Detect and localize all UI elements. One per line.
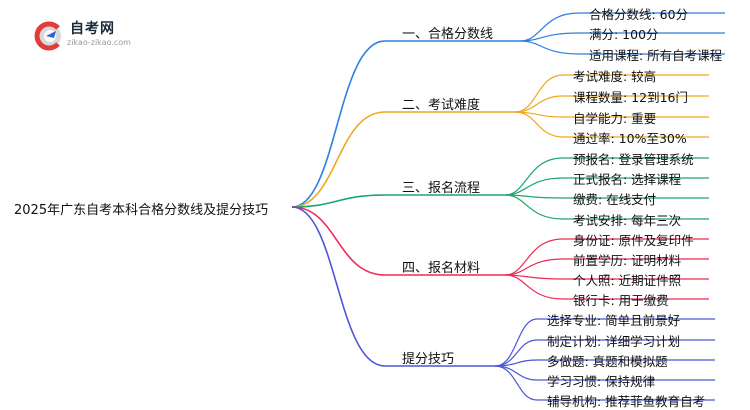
leaf-connector-3-0 [504,238,709,276]
leaf-make-plan: 制定计划: 详细学习计划 [547,334,681,349]
branch-connector-4 [291,206,495,367]
leaf-id-card: 身份证: 原件及复印件 [573,233,694,248]
logo-name: 自考网 [70,21,115,37]
logo-icon [34,21,61,51]
leaf-course-count: 课程数量: 12到16门 [573,90,688,105]
branch-score-tips: 提分技巧 [402,352,455,367]
branch-registration-process: 三、报名流程 [402,181,481,196]
leaf-choose-major: 选择专业: 简单且前景好 [547,313,681,328]
branch-connector-1 [291,111,515,208]
leaf-connector-1-0 [514,74,709,113]
leaf-formal-registration: 正式报名: 选择课程 [573,172,682,187]
leaf-pre-registration: 预报名: 登录管理系统 [573,152,694,167]
leaf-connector-2-0 [504,157,709,196]
branch-registration-materials: 四、报名材料 [402,261,481,276]
leaf-exam-difficulty: 考试难度: 较高 [573,69,657,84]
leaf-connector-1-3 [514,111,709,138]
branch-connector-3 [291,206,505,276]
leaf-connector-4-0 [494,318,715,367]
leaf-connector-4-2 [494,359,715,367]
branch-connector-2 [291,194,505,208]
leaf-practice-questions: 多做题: 真题和模拟题 [547,354,668,369]
branch-passing-score: 一、合格分数线 [402,27,494,42]
logo-url: zikao-zikao.com [67,38,131,47]
branch-exam-difficulty: 二、考试难度 [402,98,481,113]
leaf-bank-card: 银行卡: 用于缴费 [573,293,669,308]
leaf-prior-education: 前置学历: 证明材料 [573,253,682,268]
leaf-study-habits: 学习习惯: 保持规律 [547,374,656,389]
leaf-connector-0-1 [519,32,725,42]
leaf-photo: 个人照: 近期证件照 [573,273,682,288]
leaf-connector-0-2 [519,40,725,55]
leaf-exam-schedule: 考试安排: 每年三次 [573,213,682,228]
leaf-self-study: 自学能力: 重要 [573,111,657,126]
mindmap-root: 2025年广东自考本科合格分数线及提分技巧 [14,203,269,218]
leaf-connector-3-3 [504,274,709,300]
leaf-connector-1-1 [514,95,709,113]
leaf-connector-4-1 [494,339,715,367]
leaf-connector-4-4 [494,365,715,401]
leaf-payment: 缴费: 在线支付 [573,192,657,207]
leaf-passing-score: 合格分数线: 60分 [589,7,689,22]
leaf-connector-2-3 [504,194,709,220]
leaf-tutoring: 辅导机构: 推荐菲鱼教育自考 [547,394,706,409]
leaf-pass-rate: 通过率: 10%至30% [573,131,687,146]
leaf-full-score: 满分: 100分 [589,27,659,42]
leaf-connector-2-1 [504,177,709,196]
leaf-connector-0-0 [519,12,725,42]
leaf-connector-3-1 [504,258,709,276]
leaf-applicable-courses: 适用课程: 所有自考课程 [589,48,723,63]
branch-connector-0 [291,40,520,208]
